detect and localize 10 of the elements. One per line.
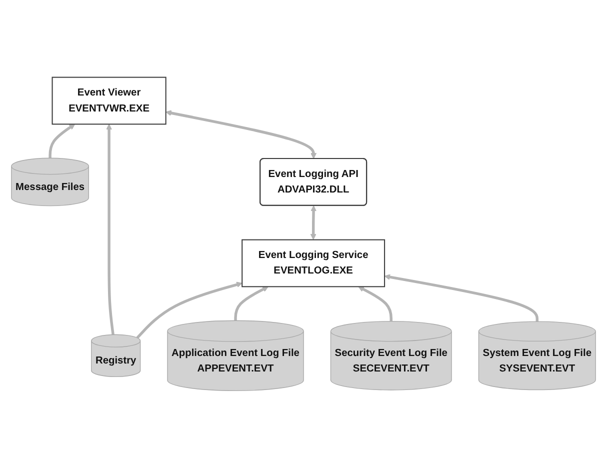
arrow bbox=[166, 110, 317, 159]
arrow bbox=[358, 286, 392, 322]
node-box: Event Viewer EVENTVWR.EXE bbox=[52, 76, 166, 125]
arrow bbox=[136, 282, 242, 339]
arrow bbox=[310, 205, 317, 240]
arrow bbox=[48, 124, 76, 158]
arrow bbox=[384, 274, 538, 322]
arrow bbox=[106, 124, 114, 335]
arrow bbox=[234, 286, 268, 321]
node-box: Event Logging Service EVENTLOG.EXE bbox=[242, 239, 386, 288]
